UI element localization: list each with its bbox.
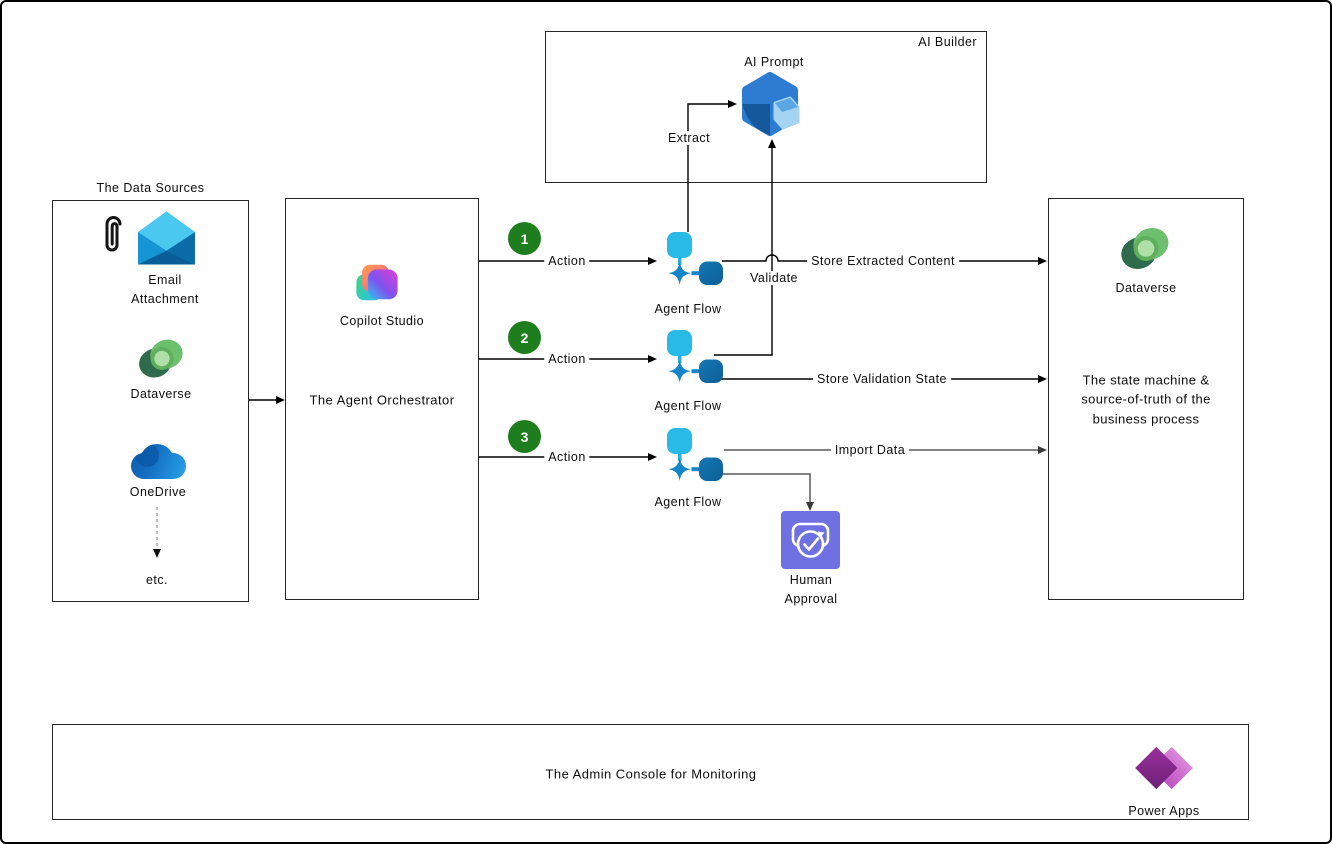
admin-console-box [52,724,1249,820]
email-label-line1: Email [148,273,182,287]
step-2-badge: 2 [508,321,541,354]
power-apps-icon [1135,743,1193,793]
step-1-badge: 1 [508,222,541,255]
action-2-label: Action [544,352,590,366]
import-data-label: Import Data [830,443,910,457]
agent-flow-2-label: Agent Flow [654,399,722,413]
extract-edge-label: Extract [663,131,715,145]
email-label-line2: Attachment [131,292,199,306]
data-sources-box [52,200,249,602]
dataverse-source-label: Dataverse [130,387,192,401]
agent-flow-3-label: Agent Flow [654,495,722,509]
validate-edge-label: Validate [746,271,802,285]
data-store-description-line3: business process [1092,411,1200,427]
etc-label: etc. [146,573,168,587]
human-approval-label-line2: Approval [784,592,838,606]
copilot-studio-label: Copilot Studio [339,314,425,328]
dataverse-icon [136,336,186,382]
action-3-label: Action [544,450,590,464]
onedrive-icon [127,439,187,480]
admin-console-title: The Admin Console for Monitoring [545,766,757,782]
ai-builder-title: AI Builder [918,35,977,49]
copilot-studio-icon [355,259,400,305]
orchestrator-role-label: The Agent Orchestrator [309,392,455,408]
human-approval-label-line1: Human [789,573,833,587]
agent-flow-1-label: Agent Flow [654,302,722,316]
step-3-badge: 3 [508,420,541,453]
store-extracted-content-label: Store Extracted Content [807,254,959,268]
agent-flow-1-icon [657,230,723,292]
email-envelope-icon [138,211,195,267]
power-apps-label: Power Apps [1128,804,1200,818]
data-store-description-line1: The state machine & [1082,372,1210,388]
ai-prompt-icon [738,72,802,140]
dataverse-store-icon [1118,224,1172,274]
connector-sources-to-orchestrator [249,396,285,404]
paperclip-icon [100,213,126,257]
data-store-description-line2: source-of-truth of the [1081,391,1211,407]
onedrive-label: OneDrive [129,485,187,499]
human-approval-icon [781,511,840,569]
dataverse-store-label: Dataverse [1115,281,1177,295]
data-sources-title: The Data Sources [96,181,205,195]
agent-flow-3-icon [657,426,723,488]
ai-prompt-label: AI Prompt [744,55,804,69]
store-validation-state-label: Store Validation State [813,372,951,386]
agent-flow-2-icon [657,328,723,390]
connector-to-approval [718,473,814,511]
action-1-label: Action [544,254,590,268]
